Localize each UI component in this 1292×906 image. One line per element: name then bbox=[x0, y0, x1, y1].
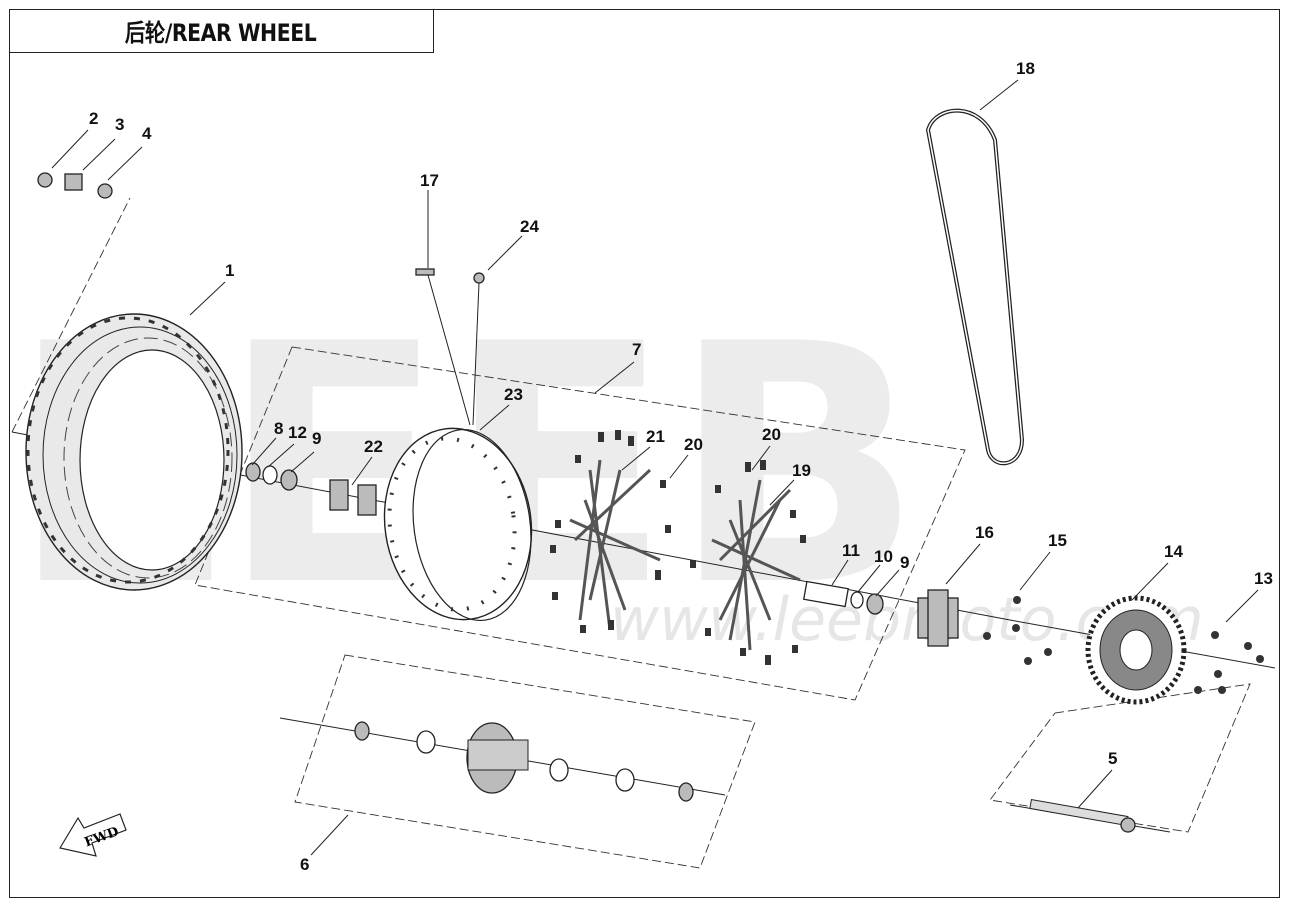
fwd-arrow: FWD bbox=[59, 813, 127, 857]
rear-tire bbox=[25, 313, 243, 591]
axle-group-frame bbox=[989, 683, 1251, 833]
callout-2: 2 bbox=[89, 109, 98, 128]
oil-seal-8 bbox=[245, 462, 261, 482]
spokes-set-a bbox=[569, 459, 661, 631]
sprocket-bolts-13 bbox=[1194, 631, 1264, 694]
valve-stem bbox=[473, 272, 485, 284]
title-box: 后轮/REAR WHEEL bbox=[9, 9, 434, 53]
callout-16: 16 bbox=[975, 523, 994, 542]
spoke-nipples bbox=[550, 430, 806, 665]
sprocket-carrier-16 bbox=[917, 589, 959, 647]
spacer-11 bbox=[803, 580, 849, 608]
callout-4: 4 bbox=[142, 124, 152, 143]
callout-6: 6 bbox=[300, 855, 309, 874]
bearing-9-left bbox=[280, 469, 298, 491]
hub-bearing-right bbox=[615, 768, 635, 792]
callout-9-right: 9 bbox=[900, 553, 909, 572]
callout-7: 7 bbox=[632, 340, 641, 359]
callout-9-left: 9 bbox=[312, 429, 321, 448]
sprocket-nuts-15 bbox=[983, 596, 1052, 665]
callout-22: 22 bbox=[364, 437, 383, 456]
o-ring-12 bbox=[262, 465, 278, 485]
axle-nut-2 bbox=[37, 172, 53, 188]
callout-11: 11 bbox=[842, 541, 860, 560]
callout-20-b: 20 bbox=[762, 425, 781, 444]
washer-4 bbox=[97, 183, 113, 199]
callout-10: 10 bbox=[874, 547, 893, 566]
callout-14: 14 bbox=[1164, 542, 1183, 561]
callout-15: 15 bbox=[1048, 531, 1067, 550]
hub-seal-left bbox=[354, 721, 370, 741]
hub-spacer bbox=[549, 758, 569, 782]
callout-19: 19 bbox=[792, 461, 811, 480]
callout-3: 3 bbox=[115, 115, 124, 134]
callout-23: 23 bbox=[504, 385, 523, 404]
callout-21: 21 bbox=[646, 427, 665, 446]
bearing-9-right bbox=[866, 593, 884, 615]
callout-1: 1 bbox=[225, 261, 234, 280]
callout-8: 8 bbox=[274, 419, 283, 438]
callout-12: 12 bbox=[288, 423, 307, 442]
diagram-frame bbox=[9, 9, 1280, 898]
chain-adjuster-3 bbox=[64, 173, 83, 191]
rear-axle-5 bbox=[1029, 798, 1129, 827]
hub-seal-right bbox=[678, 782, 694, 802]
callout-24: 24 bbox=[520, 217, 539, 236]
spokes-set-b bbox=[711, 479, 801, 651]
o-ring-10 bbox=[850, 591, 864, 609]
rear-hub bbox=[466, 722, 529, 794]
rear-sprocket-14 bbox=[1085, 595, 1187, 705]
leader-lines bbox=[51, 79, 1259, 856]
callout-18: 18 bbox=[1016, 59, 1035, 78]
nut-leader bbox=[11, 197, 131, 433]
page-title: 后轮/REAR WHEEL bbox=[125, 19, 317, 47]
callout-5: 5 bbox=[1108, 749, 1117, 768]
hub-bearing-left bbox=[416, 730, 436, 754]
rim-lock-pin bbox=[415, 268, 435, 276]
rim bbox=[383, 427, 533, 622]
axle-head bbox=[1120, 817, 1136, 833]
damper-22 bbox=[329, 479, 377, 516]
hub-group-frame bbox=[294, 654, 756, 869]
callout-17: 17 bbox=[420, 171, 439, 190]
callout-13: 13 bbox=[1254, 569, 1273, 588]
callout-20-a: 20 bbox=[684, 435, 703, 454]
